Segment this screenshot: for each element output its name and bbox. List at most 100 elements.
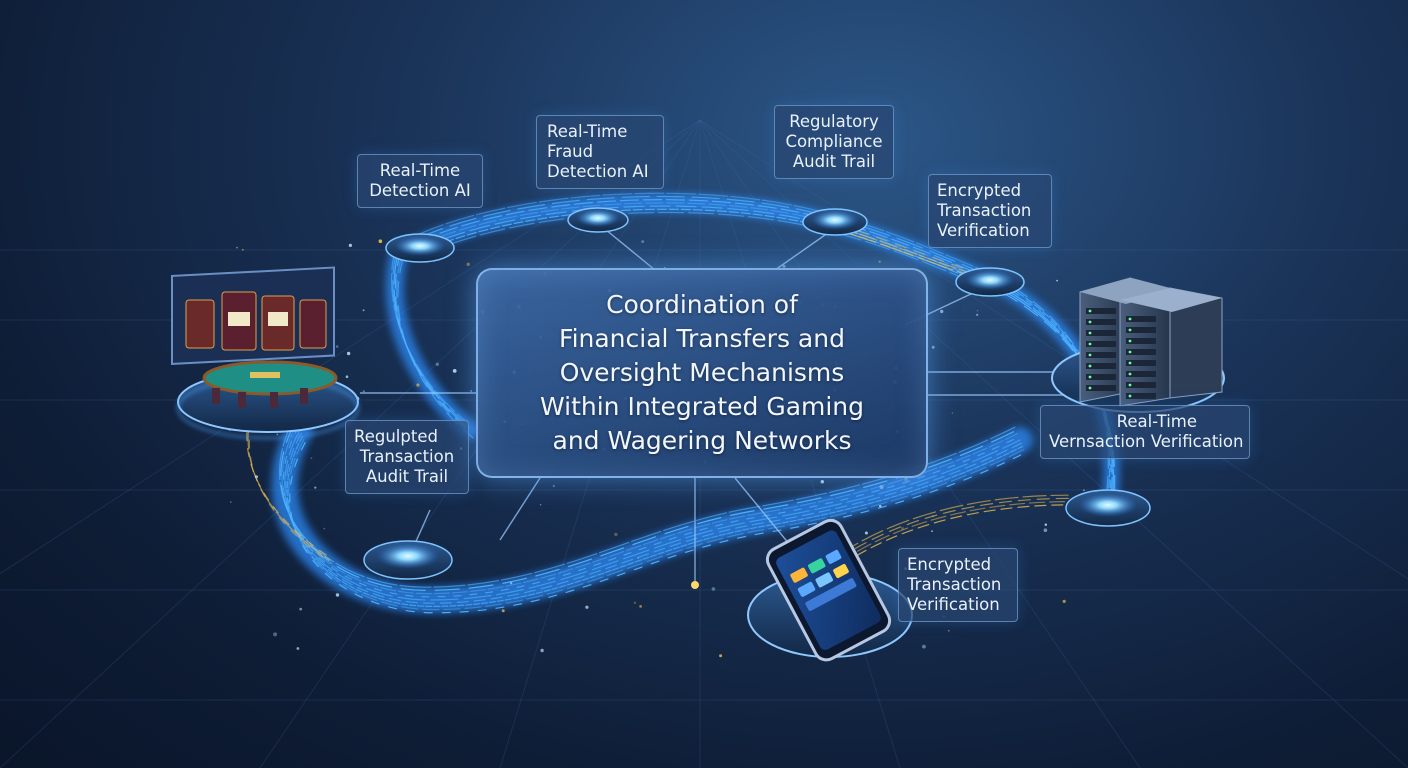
particle [1063, 600, 1066, 603]
particle [540, 504, 541, 505]
particle [904, 478, 908, 482]
particle [922, 645, 926, 649]
particle [349, 244, 352, 247]
server-led [1129, 384, 1132, 387]
particle [273, 632, 277, 636]
casino-machines-icon [172, 267, 358, 438]
particle [436, 363, 439, 366]
callout-line: Verification [907, 595, 1009, 615]
particle [901, 527, 904, 530]
server-led [1089, 332, 1092, 335]
particle [311, 457, 313, 459]
particle [952, 412, 953, 413]
particle [277, 434, 279, 436]
particle [540, 649, 543, 652]
particle [977, 310, 978, 311]
particle [297, 647, 300, 650]
particle [347, 352, 350, 355]
particle [363, 309, 365, 311]
callout-line: Compliance [783, 132, 885, 152]
callout-line: Real-Time [366, 161, 474, 181]
callout-line: Encrypted [907, 555, 1009, 575]
server-led [1089, 387, 1092, 390]
particle [453, 369, 457, 373]
callout-real-time-fraud-detection-ai: Real-Time Fraud Detection AI [536, 115, 664, 189]
callout-line: Real-Time [1049, 412, 1241, 432]
server-led [1129, 362, 1132, 365]
callout-line: Detection AI [366, 181, 474, 201]
callout-line: Vernsaction Verification [1049, 432, 1241, 452]
particle [931, 530, 933, 532]
callout-line: Transaction [907, 575, 1009, 595]
node-2 [568, 208, 628, 232]
callout-line: Real-Time [547, 122, 655, 142]
particle [976, 314, 978, 316]
server-led [1129, 373, 1132, 376]
callout-line: Transaction [937, 201, 1043, 221]
title-line: and Wagering Networks [553, 424, 852, 458]
server-led [1089, 354, 1092, 357]
server-led [1089, 343, 1092, 346]
particle [363, 390, 365, 392]
particle [467, 263, 470, 266]
callout-line: Detection AI [547, 162, 655, 182]
particle [299, 608, 302, 611]
node-3 [803, 209, 867, 235]
particle [634, 602, 636, 604]
particle [940, 310, 943, 313]
particle [637, 557, 638, 558]
particle [236, 247, 238, 249]
particle [470, 390, 471, 391]
particle [865, 532, 868, 535]
particle [614, 533, 617, 536]
server-led [1089, 365, 1092, 368]
particle [1045, 524, 1047, 526]
callout-line: Regulpted [354, 427, 460, 447]
title-panel: Coordination of Financial Transfers and … [476, 268, 928, 478]
particle [346, 375, 349, 378]
particle [553, 485, 555, 487]
particle [314, 487, 316, 489]
node-6 [364, 541, 452, 579]
callout-encrypted-transaction-verification-top: Encrypted Transaction Verification [928, 174, 1052, 248]
callout-line: Transaction [354, 447, 460, 467]
callout-real-time-detection-ai: Real-Time Detection AI [357, 154, 483, 208]
server-led [1129, 329, 1132, 332]
particle [1056, 280, 1058, 282]
particle [585, 606, 588, 609]
title-line: Oversight Mechanisms [560, 356, 845, 390]
particle [255, 475, 258, 478]
server-led [1129, 318, 1132, 321]
particle [880, 485, 884, 489]
particle [641, 240, 644, 243]
title-line: Coordination of [606, 288, 798, 322]
callout-line: Audit Trail [354, 467, 460, 487]
particle [948, 630, 950, 632]
callout-line: Fraud [547, 142, 655, 162]
particle [639, 605, 642, 608]
callout-line: Regulatory [783, 112, 885, 132]
particle [336, 593, 339, 596]
server-led [1129, 351, 1132, 354]
particle [1044, 528, 1048, 532]
server-led [1089, 310, 1092, 313]
callout-line: Verification [937, 221, 1043, 241]
particle [324, 528, 326, 530]
callout-regulatory-compliance-audit-trail: Regulatory Compliance Audit Trail [774, 105, 894, 179]
server-led [1089, 376, 1092, 379]
smartphone-icon [748, 516, 912, 664]
server-led [1129, 340, 1132, 343]
particle [502, 609, 505, 612]
node-5 [1066, 490, 1150, 526]
particle [510, 582, 512, 584]
particle [719, 654, 722, 657]
callout-encrypted-transaction-verification-bottom: Encrypted Transaction Verification [898, 548, 1018, 622]
particle [879, 505, 881, 507]
particle [379, 239, 383, 243]
particle [242, 249, 244, 251]
particle [1083, 489, 1085, 491]
particle [230, 501, 231, 502]
callout-real-time-vernsaction-verification: Real-Time Vernsaction Verification [1040, 405, 1250, 459]
title-line: Within Integrated Gaming [540, 390, 864, 424]
particle [712, 587, 716, 591]
